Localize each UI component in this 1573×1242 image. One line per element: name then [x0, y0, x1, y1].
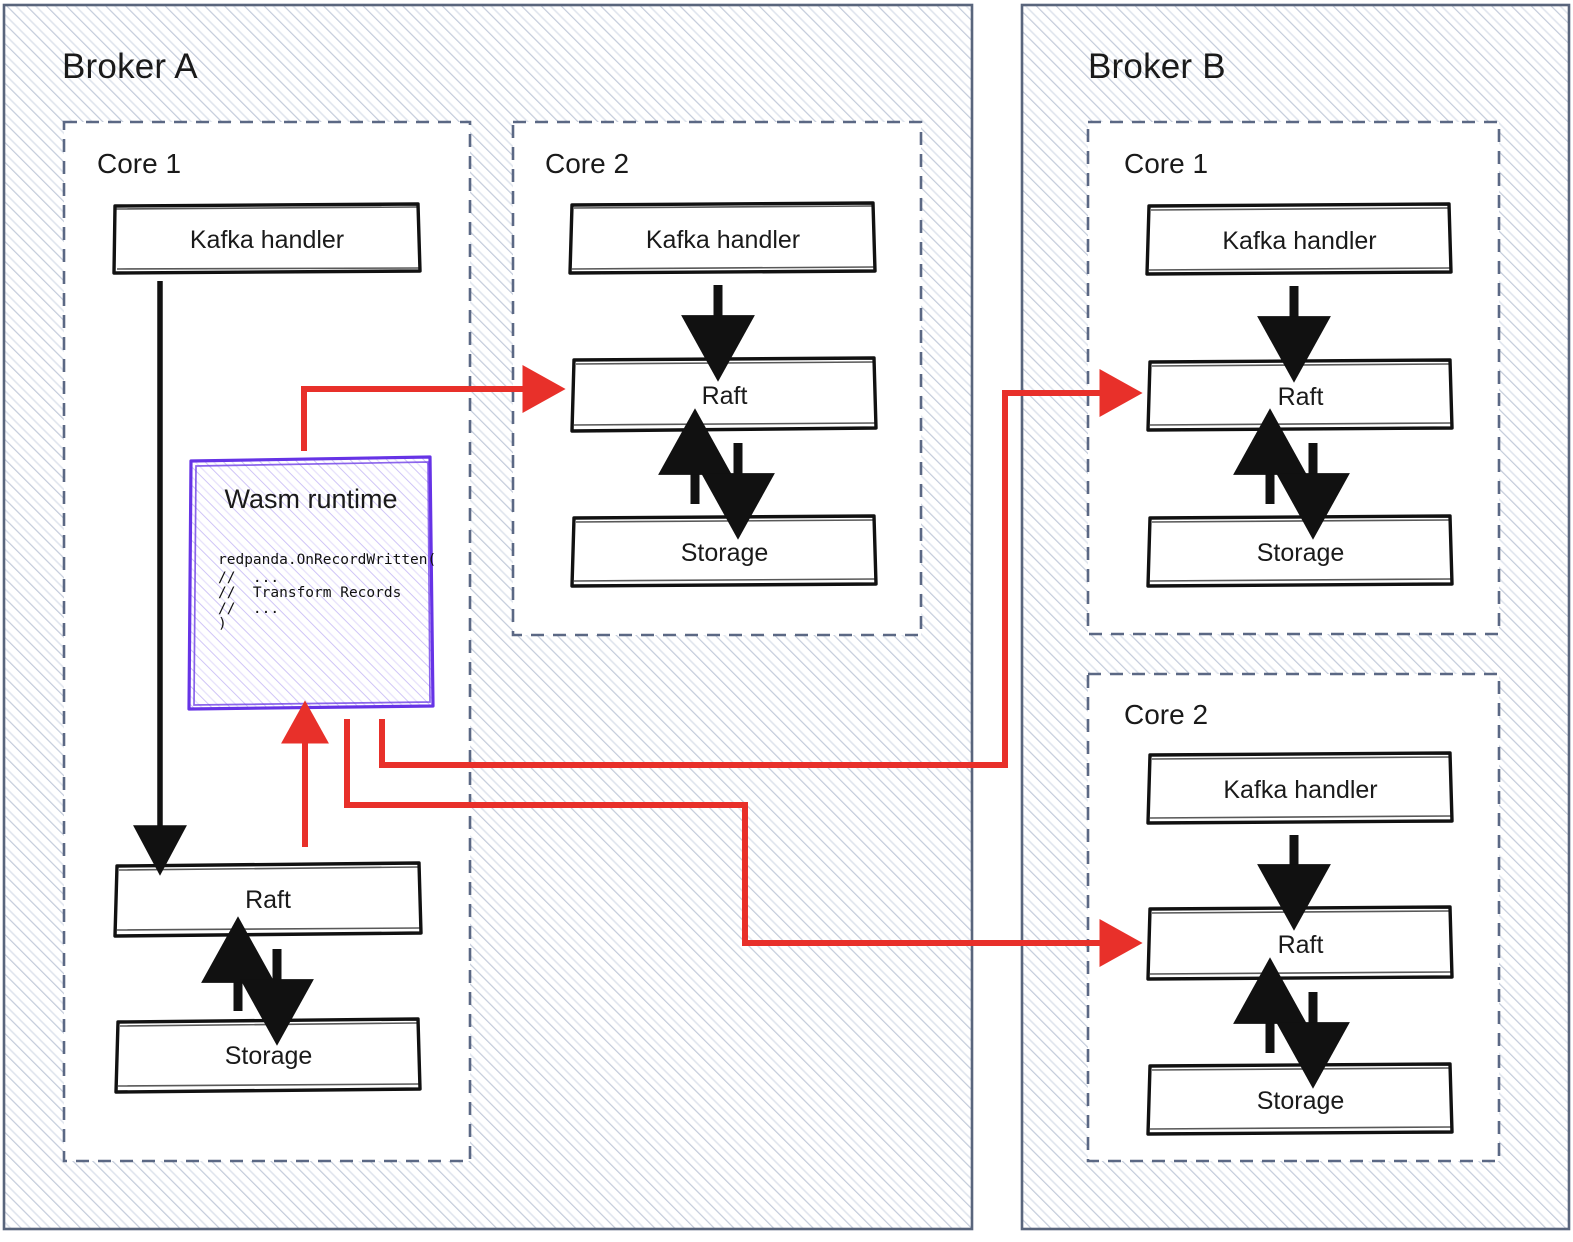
- broker-a-core-1-storage-box[interactable]: [114, 1017, 422, 1094]
- broker-b-core-2-raft-box[interactable]: [1146, 905, 1454, 981]
- broker-b-core-1-kafka-handler-box[interactable]: [1145, 202, 1453, 276]
- broker-a-core-1-raft-box[interactable]: [113, 861, 423, 938]
- arrow-wasm-to-b1-raft: [379, 369, 1143, 768]
- arrow-wasm-to-b2-raft: [344, 719, 1143, 967]
- broker-b-core-1-storage-box[interactable]: [1146, 514, 1454, 588]
- broker-a-core-2-kafka-handler-box[interactable]: [568, 201, 877, 275]
- broker-b-core-2-kafka-handler-box[interactable]: [1146, 751, 1454, 825]
- broker-a-core-2-storage-box[interactable]: [570, 514, 878, 588]
- broker-b-core-1-raft-box[interactable]: [1146, 358, 1454, 432]
- broker-b-core-2-storage-box[interactable]: [1146, 1062, 1454, 1136]
- broker-a-core-2-raft-box[interactable]: [570, 356, 878, 433]
- arrow-wasm-to-a2-raft: [301, 365, 566, 451]
- wasm-runtime-box[interactable]: [187, 455, 435, 711]
- broker-a-core-1-kafka-handler-box[interactable]: [112, 202, 422, 275]
